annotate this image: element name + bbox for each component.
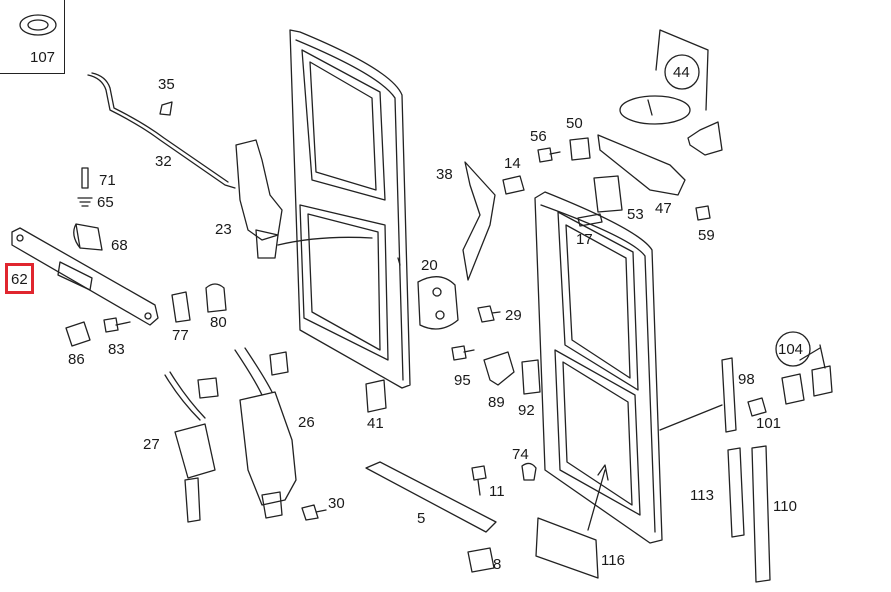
label-47[interactable]: 47 — [655, 200, 672, 217]
label-35[interactable]: 35 — [158, 76, 175, 93]
plug-drawing — [577, 213, 603, 227]
screw6-drawing — [471, 465, 487, 496]
label-101[interactable]: 101 — [756, 415, 782, 432]
label-110[interactable]: 110 — [773, 498, 797, 515]
actuator-drawing — [164, 371, 219, 523]
bracket-small-drawing — [365, 379, 387, 413]
screw-drawing — [103, 317, 131, 333]
bracket-drawing — [11, 227, 159, 326]
label-59[interactable]: 59 — [698, 227, 715, 244]
screw2-drawing — [451, 345, 475, 361]
label-68[interactable]: 68 — [111, 237, 128, 254]
label-8[interactable]: 8 — [493, 556, 502, 573]
label-98[interactable]: 98 — [738, 371, 755, 388]
label-41[interactable]: 41 — [367, 415, 384, 432]
label-86[interactable]: 86 — [68, 351, 85, 368]
cover-drawing — [569, 137, 591, 161]
label-38[interactable]: 38 — [436, 166, 453, 183]
rail-drawing — [751, 445, 771, 583]
key-drawing — [619, 29, 723, 156]
clip-drawing — [159, 101, 173, 116]
label-53[interactable]: 53 — [627, 206, 644, 223]
hinge-drawing — [462, 161, 496, 281]
label-83[interactable]: 83 — [108, 341, 125, 358]
label-62: 62 — [11, 271, 28, 288]
label-32[interactable]: 32 — [155, 153, 172, 170]
pin-drawing — [77, 167, 93, 207]
bumper-drawing — [521, 462, 537, 481]
label-116[interactable]: 116 — [601, 552, 625, 569]
label-77[interactable]: 77 — [172, 327, 189, 344]
left-door-drawing — [289, 29, 411, 389]
right-door-drawing — [534, 191, 723, 544]
seal-strip-drawing — [721, 357, 737, 433]
label-50[interactable]: 50 — [566, 115, 583, 132]
callout-circle-44 — [664, 54, 700, 90]
label-80[interactable]: 80 — [210, 314, 227, 331]
bezel-drawing — [593, 175, 623, 213]
screw4-drawing — [695, 205, 711, 221]
inset-box — [0, 0, 65, 74]
label-27[interactable]: 27 — [143, 436, 160, 453]
striker-drawing — [417, 276, 459, 330]
label-56[interactable]: 56 — [530, 128, 547, 145]
bolt-drawing — [301, 504, 327, 521]
rear-lock-drawing — [234, 347, 297, 519]
label-17[interactable]: 17 — [576, 231, 593, 248]
label-11[interactable]: 11 — [489, 483, 505, 500]
label-20[interactable]: 20 — [421, 257, 438, 274]
plate-drawing — [521, 359, 541, 395]
lock-drawing — [235, 139, 373, 259]
handle-drawing — [597, 134, 686, 196]
label-95[interactable]: 95 — [454, 372, 471, 389]
label-71[interactable]: 71 — [99, 172, 116, 189]
label-113[interactable]: 113 — [690, 487, 714, 504]
switch-drawing — [781, 344, 833, 405]
catch-drawing — [171, 291, 191, 323]
wedge-drawing — [483, 351, 515, 386]
clip-small-drawing — [502, 175, 525, 195]
label-29[interactable]: 29 — [505, 307, 522, 324]
clip2-drawing — [467, 547, 495, 573]
label-104[interactable]: 104 — [778, 341, 804, 358]
arrow-drawing — [587, 464, 609, 531]
bolt2-drawing — [477, 305, 501, 323]
ring-drawing — [19, 14, 57, 36]
strip-drawing — [727, 447, 745, 538]
label-26[interactable]: 26 — [298, 414, 315, 431]
label-30[interactable]: 30 — [328, 495, 345, 512]
rod-drawing — [87, 72, 236, 189]
strap-drawing — [73, 223, 103, 251]
label-5[interactable]: 5 — [417, 510, 426, 527]
screw3-drawing — [537, 147, 561, 163]
label-65[interactable]: 65 — [97, 194, 114, 211]
label-44[interactable]: 44 — [673, 64, 690, 81]
label-107[interactable]: 107 — [30, 49, 56, 66]
panel-drawing — [535, 517, 599, 579]
callout-circle-104 — [775, 331, 811, 367]
grommet-drawing — [65, 321, 91, 347]
label-74[interactable]: 74 — [512, 446, 529, 463]
label-23[interactable]: 23 — [215, 221, 232, 238]
label-14[interactable]: 14 — [504, 155, 521, 172]
screw5-drawing — [747, 397, 767, 417]
label-62-highlight[interactable]: 62 — [5, 263, 34, 294]
clamp-drawing — [205, 283, 227, 313]
sill-drawing — [365, 461, 497, 533]
label-89[interactable]: 89 — [488, 394, 505, 411]
label-92[interactable]: 92 — [518, 402, 535, 419]
